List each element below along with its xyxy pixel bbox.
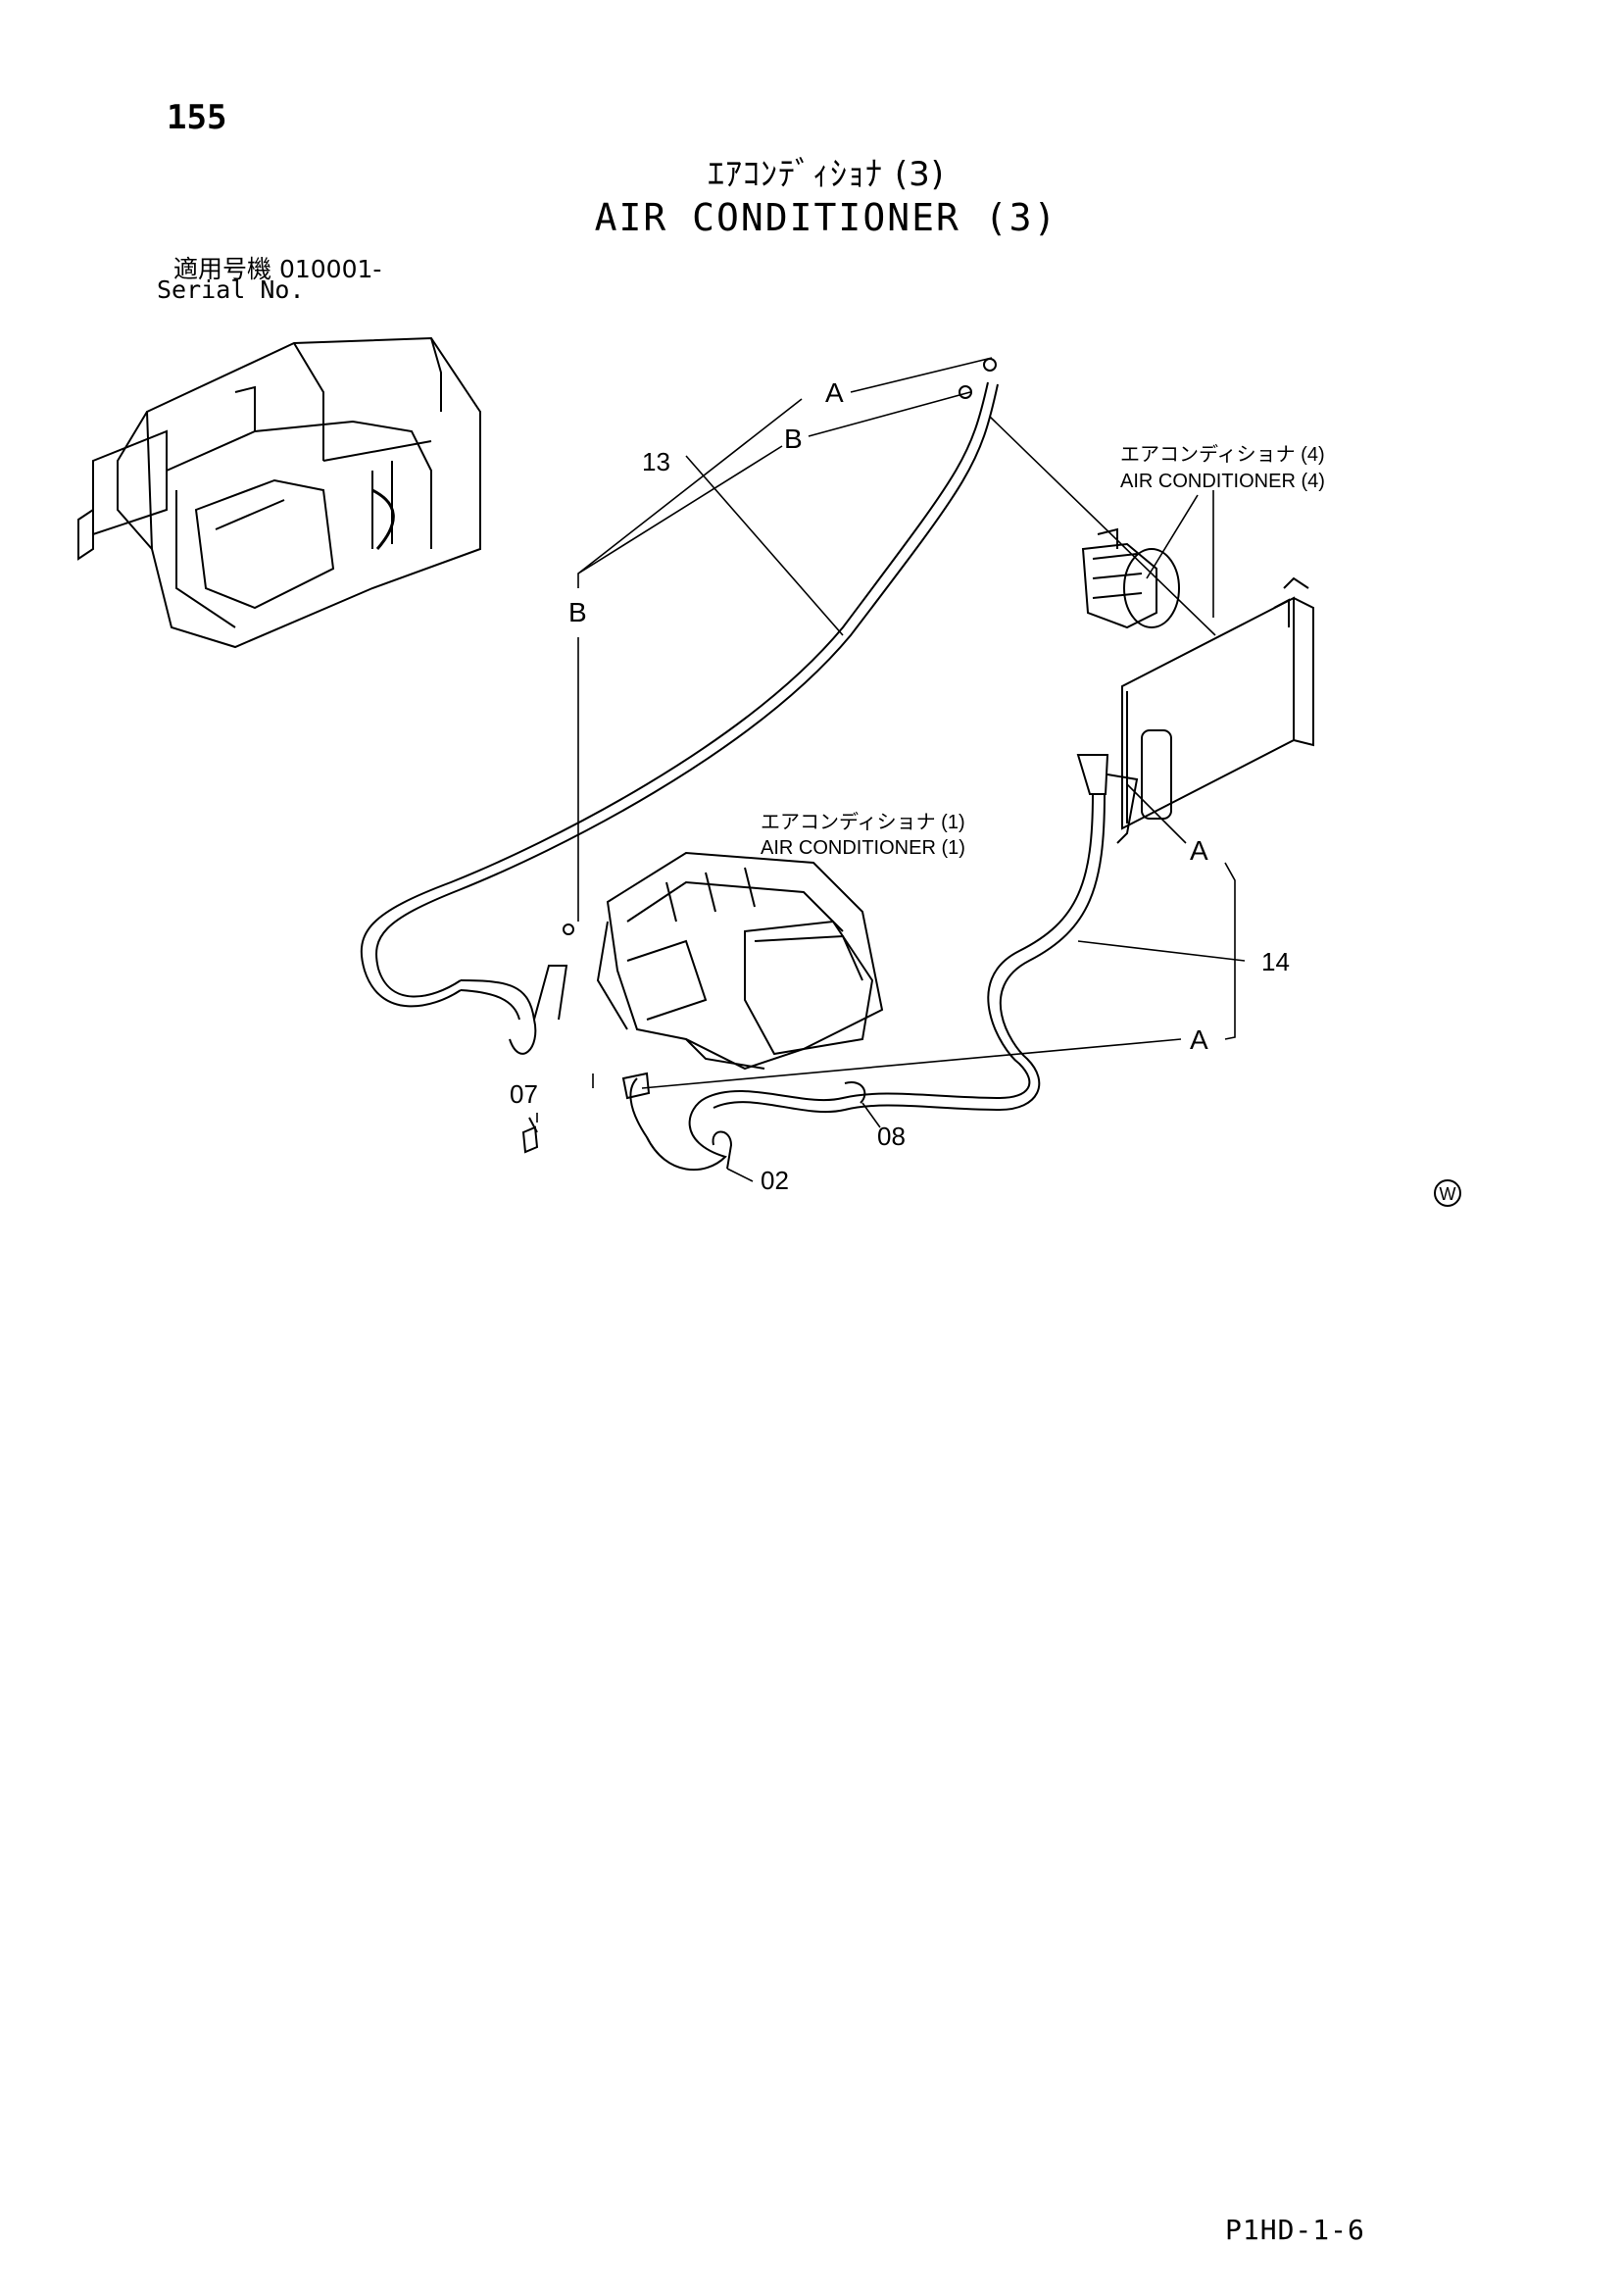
page-title-japanese: ｴｱｺﾝﾃﾞｨｼｮﾅ (3) xyxy=(708,155,945,194)
parts-diagram: A B 13 B エアコンディショナ (4) AIR CONDITIONER (… xyxy=(77,336,1461,1207)
reference-air-conditioner-4-en: AIR CONDITIONER (4) xyxy=(1120,471,1325,492)
hose-13 xyxy=(360,381,999,1055)
serial-label-english: Serial No. xyxy=(157,275,305,304)
drawing-code: P1HD-1-6 xyxy=(1225,2214,1365,2246)
reference-air-conditioner-1-en: AIR CONDITIONER (1) xyxy=(761,837,965,859)
callout-a-top: A xyxy=(825,377,844,408)
callout-part-08: 08 xyxy=(877,1122,906,1151)
condenser-illustration xyxy=(1107,576,1314,844)
serial-range-japanese: 適用号機 010001- xyxy=(173,255,382,283)
air-conditioner-unit-illustration xyxy=(596,851,884,1071)
callout-b-top: B xyxy=(784,424,803,454)
page-title-english: AIR CONDITIONER (3) xyxy=(594,196,1058,239)
callout-part-14: 14 xyxy=(1261,947,1290,976)
clamp-and-fittings xyxy=(521,358,997,1170)
callout-a-right-lower: A xyxy=(1190,1024,1208,1055)
page-number: 155 xyxy=(167,98,227,137)
hose-14 xyxy=(629,754,1109,1171)
callout-part-07: 07 xyxy=(510,1079,538,1109)
svg-text:W: W xyxy=(1440,1184,1456,1204)
callout-a-right-upper: A xyxy=(1190,835,1208,866)
reference-air-conditioner-1-jp: エアコンディショナ (1) xyxy=(761,811,965,833)
w-marker: W xyxy=(1434,1179,1461,1207)
callout-b-left: B xyxy=(568,597,587,627)
leader-lines xyxy=(536,357,1246,1182)
compressor-illustration xyxy=(1081,527,1180,629)
callout-part-13: 13 xyxy=(642,447,670,476)
machine-overview-illustration xyxy=(77,336,481,649)
callout-part-02: 02 xyxy=(761,1166,789,1195)
reference-air-conditioner-4-jp: エアコンディショナ (4) xyxy=(1120,443,1325,466)
